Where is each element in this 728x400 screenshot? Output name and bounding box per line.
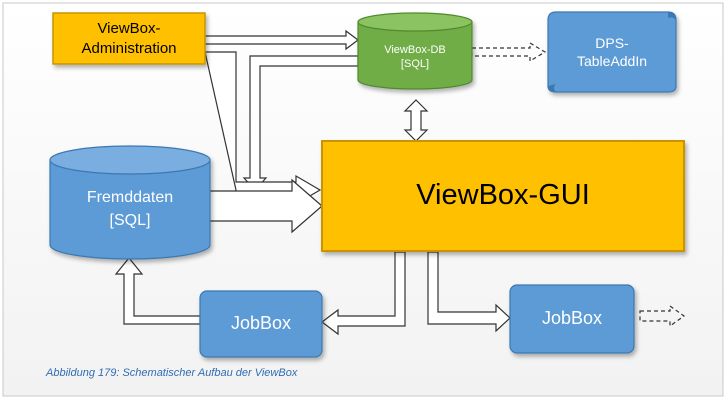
admin-label: ViewBox- Administration [81,20,177,57]
jobbox-right-box [509,284,635,354]
jobbox-left-node: JobBox [200,291,322,357]
arrow-gui-to-jobbox-left [321,251,406,336]
gui-label: ViewBox-GUI [416,179,590,212]
arrow-jobbox-left-to-fremddaten [114,257,201,325]
jobbox-left-label: JobBox [230,313,292,334]
arrow-fremddaten-to-gui [207,178,323,234]
gui-node: ViewBox-GUI [322,141,684,251]
jobbox-right-label: JobBox [541,308,603,329]
viewbox-db-node: ViewBox-DB [SQL] [358,32,472,82]
fremddaten-node: Fremddaten [SQL] [50,178,210,240]
admin-box [52,12,206,65]
viewbox-db-label: ViewBox-DB [SQL] [384,43,446,70]
arrow-db-to-dps-dashed [471,41,547,63]
admin-node: ViewBox- Administration [53,13,205,64]
dps-tableaddin-shape [547,11,677,93]
viewbox-db-cylinder [357,12,473,90]
jobbox-right-node: JobBox [510,285,634,353]
dps-label: DPS- TableAddIn [576,34,648,69]
dps-node: DPS- TableAddIn [548,14,676,90]
fremddaten-cylinder [49,145,211,260]
arrow-jobbox-right-outgoing-dashed [639,304,686,328]
figure-caption: Abbildung 179: Schematischer Aufbau der … [46,367,298,379]
gui-box [321,140,685,252]
fremddaten-label: Fremddaten [SQL] [86,188,174,229]
arrow-admin-to-db [204,29,359,51]
jobbox-left-box [199,290,323,358]
arrow-gui-to-jobbox-right [427,251,511,333]
